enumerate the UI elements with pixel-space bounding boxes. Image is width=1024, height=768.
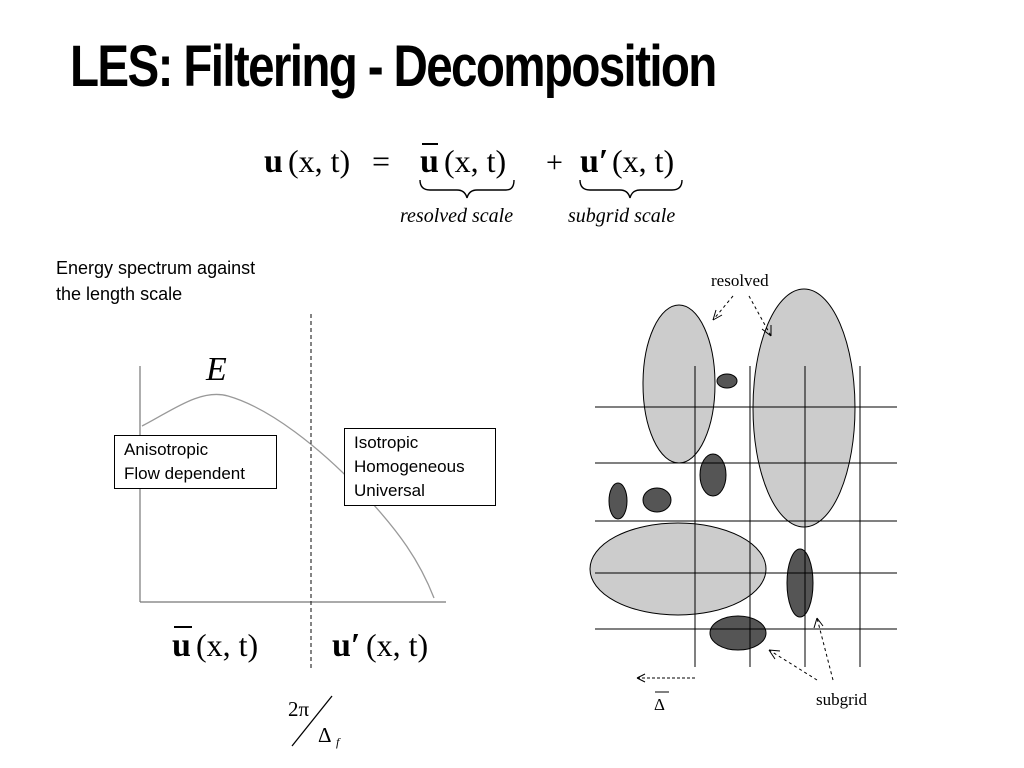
anisotropic-box: Anisotropic Flow dependent xyxy=(114,435,277,489)
delta-label: Δ xyxy=(654,695,665,714)
left-box-line-2: Flow dependent xyxy=(124,464,245,483)
cutoff-denominator: Δ xyxy=(318,723,332,747)
resolved-scale-caption: resolved scale xyxy=(400,205,513,227)
spectrum-caption: Energy spectrum against the length scale xyxy=(56,255,255,307)
grid-lines xyxy=(595,366,897,667)
cutoff-numerator: 2π xyxy=(288,697,310,721)
left-label-args: (x, t) xyxy=(196,627,258,663)
resolved-arrow-right xyxy=(748,295,772,337)
caption-line-2: the length scale xyxy=(56,284,183,304)
left-label-u: u xyxy=(172,627,191,664)
resolved-arrow-left xyxy=(712,295,734,321)
decomposition-equation: u (x, t) = u (x, t) + u′ (x, t) resolved… xyxy=(264,143,683,227)
left-box-line-1: Anisotropic xyxy=(124,440,209,459)
cutoff-subscript: f xyxy=(336,735,341,749)
isotropic-box: Isotropic Homogeneous Universal xyxy=(344,428,496,506)
resolved-eddy-1 xyxy=(642,304,716,464)
resolved-underbrace xyxy=(419,179,515,199)
energy-symbol: E xyxy=(205,351,227,388)
right-box-line-2: Homogeneous xyxy=(354,457,465,476)
subgrid-eddy-4 xyxy=(642,487,672,513)
subgrid-eddy-6 xyxy=(709,615,767,651)
lhs-args: (x, t) xyxy=(288,143,350,179)
resolved-arrowhead-left xyxy=(712,309,723,321)
right-box-line-1: Isotropic xyxy=(354,433,419,452)
energy-spectrum-plot: E u (x, t) u′ (x, t) 2π Δ f xyxy=(139,314,446,749)
cutoff-fraction-slash xyxy=(291,695,333,747)
subgrid-arrow-right xyxy=(816,617,834,681)
spectrum-curve xyxy=(141,393,435,599)
subgrid-arrow-left xyxy=(768,649,818,681)
right-box-line-3: Universal xyxy=(354,481,425,500)
resolved-arrowhead-right xyxy=(761,325,772,337)
subgrid-args: (x, t) xyxy=(612,143,674,179)
subgrid-eddy-2 xyxy=(699,453,727,497)
lhs-u: u xyxy=(264,143,283,180)
resolved-eddy-2 xyxy=(752,288,856,528)
subgrid-label: subgrid xyxy=(816,690,868,709)
delta-arrowhead xyxy=(636,673,646,683)
equals-sign: = xyxy=(372,143,390,179)
slide-title: LES: Filtering - Decomposition xyxy=(70,34,717,99)
subgrid-eddy-5 xyxy=(786,548,814,618)
right-label-u: u′ xyxy=(332,627,360,664)
right-label-args: (x, t) xyxy=(366,627,428,663)
subgrid-eddy-3 xyxy=(608,482,628,520)
plus-sign: + xyxy=(546,146,563,179)
subgrid-arrowhead-right xyxy=(813,617,824,629)
grid-eddy-diagram: resolved subgrid Δ xyxy=(589,271,897,714)
resolved-args: (x, t) xyxy=(444,143,506,179)
subgrid-eddy-1 xyxy=(716,373,738,389)
subgrid-underbrace xyxy=(579,179,683,199)
subgrid-scale-caption: subgrid scale xyxy=(568,205,675,227)
resolved-label: resolved xyxy=(711,271,769,290)
resolved-eddy-3 xyxy=(589,522,767,616)
subgrid-u: u′ xyxy=(580,143,608,180)
caption-line-1: Energy spectrum against xyxy=(56,258,256,278)
subgrid-arrowhead-left xyxy=(768,649,781,660)
resolved-u: u xyxy=(420,143,439,180)
